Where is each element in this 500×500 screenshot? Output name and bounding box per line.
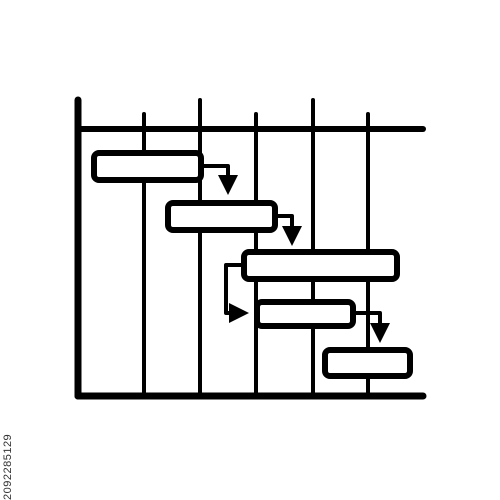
task-bar [254,299,356,329]
dependency-arrow [201,164,238,195]
dependency-arrow [224,263,249,323]
dependency-arrows [201,164,390,343]
task-bar [241,249,400,282]
task-bars [91,150,413,379]
dependency-arrow [353,311,390,343]
task-bar [165,200,278,233]
task-bar [91,150,204,183]
watermark-id-text: 2092285129 [2,433,14,500]
dependency-arrow [275,214,302,246]
task-bar [322,347,413,379]
